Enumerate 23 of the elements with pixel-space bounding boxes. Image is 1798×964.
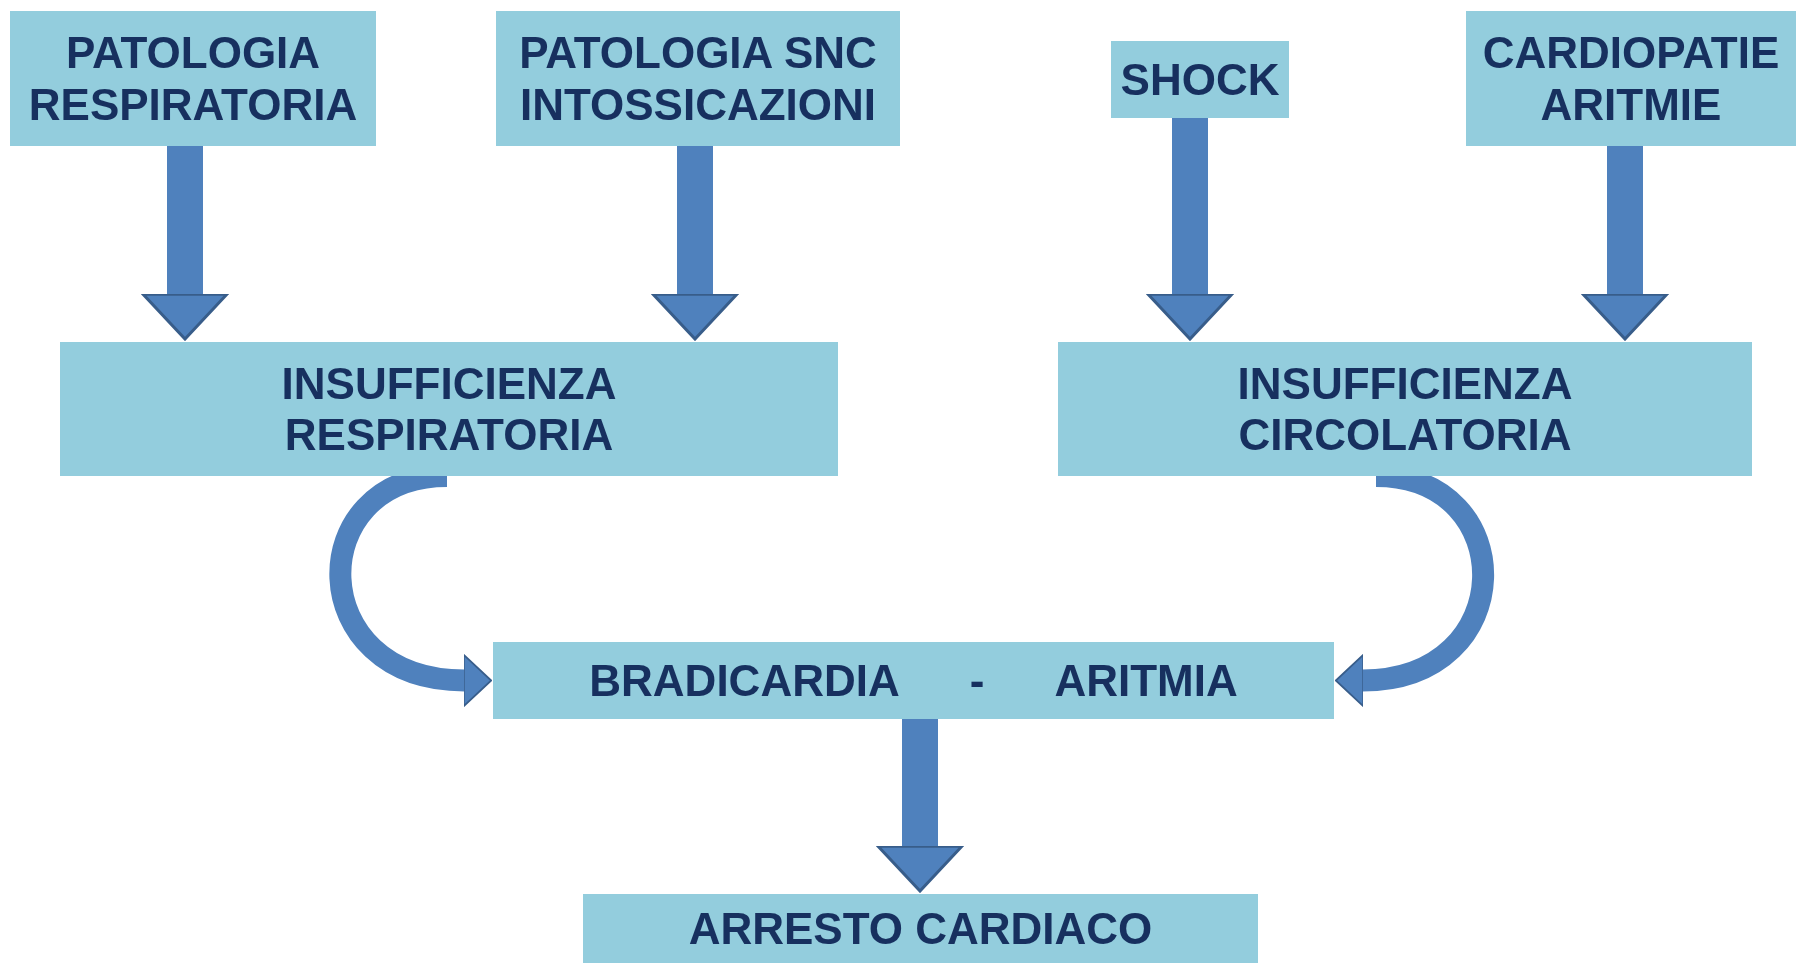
box-label: INSUFFICIENZA RESPIRATORIA — [280, 357, 618, 461]
process-box — [60, 342, 838, 476]
box-label: ARITMIA — [1054, 654, 1238, 707]
box-label: SHOCK — [1120, 53, 1280, 106]
process-box — [1111, 41, 1289, 118]
process-box — [493, 642, 1334, 719]
block-arrow — [141, 146, 229, 341]
block-arrow — [876, 719, 964, 893]
box-label: CARDIOPATIE ARITMIE — [1481, 27, 1781, 130]
box-label: ARRESTO CARDIACO — [688, 902, 1153, 955]
process-box — [1058, 342, 1752, 476]
process-box — [583, 894, 1258, 963]
block-arrow — [1581, 146, 1669, 341]
block-arrow — [651, 146, 739, 341]
block-arrow — [1146, 118, 1234, 341]
box-label: PATOLOGIA SNC INTOSSICAZIONI — [518, 27, 878, 130]
box-label: - — [969, 654, 985, 707]
process-box — [496, 11, 900, 146]
box-label: INSUFFICIENZA CIRCOLATORIA — [1236, 357, 1574, 461]
box-label: BRADICARDIA — [589, 654, 900, 707]
box-label: PATOLOGIA RESPIRATORIA — [27, 27, 359, 130]
process-box — [1466, 11, 1796, 146]
process-box — [10, 11, 376, 146]
